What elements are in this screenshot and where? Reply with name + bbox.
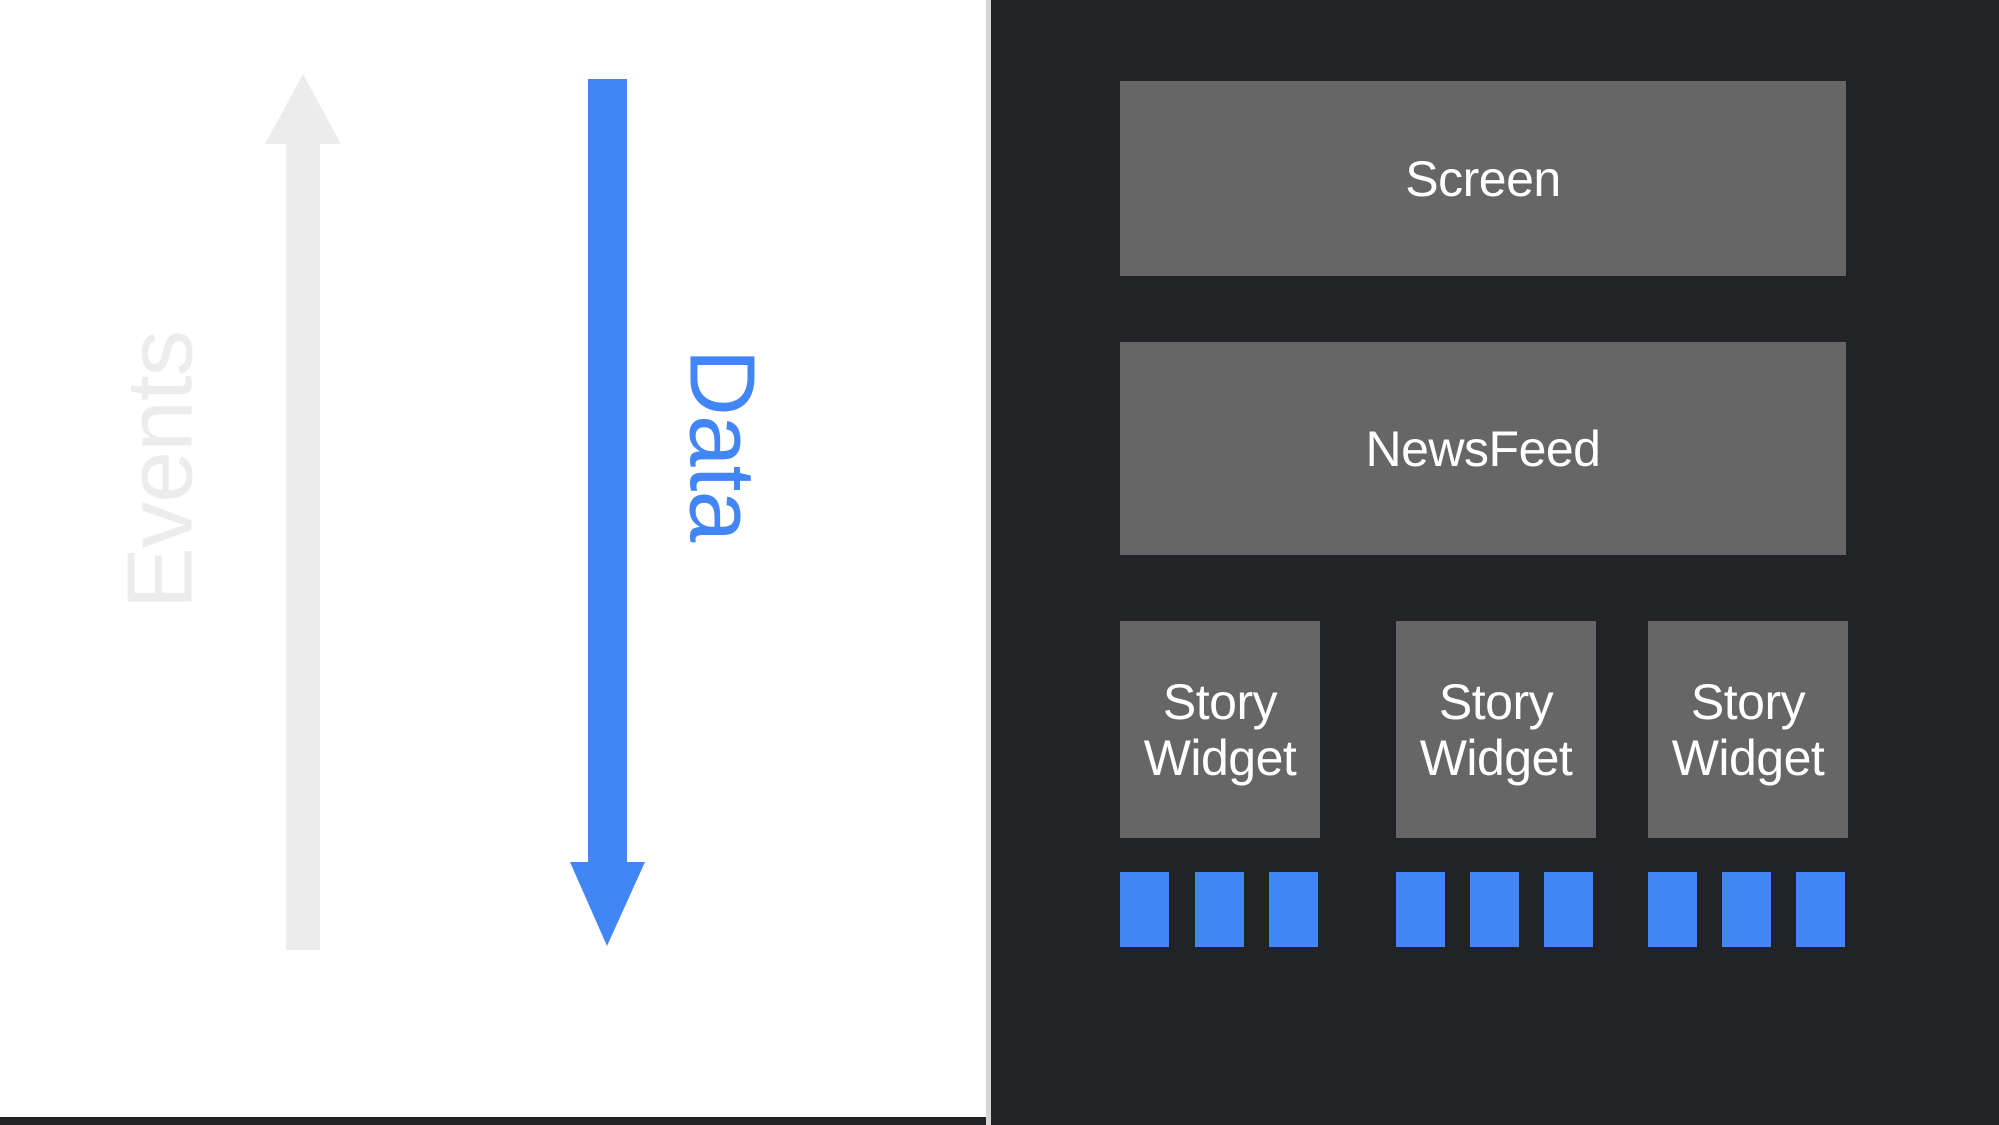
data-axis-label: Data bbox=[670, 348, 775, 542]
leaf-chip-2-2[interactable] bbox=[1796, 872, 1845, 947]
node-screen-label: Screen bbox=[1405, 150, 1561, 207]
widget-tree-panel: Screen NewsFeed Story Widget Story Widge… bbox=[991, 0, 1999, 1125]
node-screen[interactable]: Screen bbox=[1120, 81, 1846, 276]
bottom-hairline bbox=[0, 1117, 988, 1125]
leaf-chip-1-0[interactable] bbox=[1396, 872, 1445, 947]
story-label-line1: Story bbox=[1162, 673, 1278, 730]
node-newsfeed[interactable]: NewsFeed bbox=[1120, 342, 1846, 555]
node-story-widget-0-label: Story Widget bbox=[1144, 674, 1297, 786]
leaf-chip-1-1[interactable] bbox=[1470, 872, 1519, 947]
flow-arrows-panel: Events Data bbox=[0, 0, 988, 1125]
leaf-chip-0-1[interactable] bbox=[1195, 872, 1244, 947]
events-axis-label-wrap: Events bbox=[0, 0, 212, 609]
node-story-widget-2-label: Story Widget bbox=[1672, 674, 1825, 786]
node-story-widget-0[interactable]: Story Widget bbox=[1120, 621, 1320, 838]
events-arrow-up-icon bbox=[265, 74, 341, 950]
story-label-line1: Story bbox=[1690, 673, 1806, 730]
leaf-chip-1-2[interactable] bbox=[1544, 872, 1593, 947]
data-arrow-down-icon bbox=[570, 79, 645, 946]
node-story-widget-1-label: Story Widget bbox=[1420, 674, 1573, 786]
leaf-chip-0-0[interactable] bbox=[1120, 872, 1169, 947]
node-newsfeed-label: NewsFeed bbox=[1365, 420, 1602, 477]
events-axis-label: Events bbox=[107, 330, 212, 610]
panel-divider bbox=[986, 0, 991, 1125]
leaf-chip-0-2[interactable] bbox=[1269, 872, 1318, 947]
node-story-widget-2[interactable]: Story Widget bbox=[1648, 621, 1848, 838]
story-label-line2: Widget bbox=[1419, 729, 1573, 786]
leaf-chip-2-1[interactable] bbox=[1722, 872, 1771, 947]
leaf-chip-2-0[interactable] bbox=[1648, 872, 1697, 947]
story-label-line2: Widget bbox=[1671, 729, 1825, 786]
story-label-line1: Story bbox=[1438, 673, 1554, 730]
story-label-line2: Widget bbox=[1143, 729, 1297, 786]
node-story-widget-1[interactable]: Story Widget bbox=[1396, 621, 1596, 838]
